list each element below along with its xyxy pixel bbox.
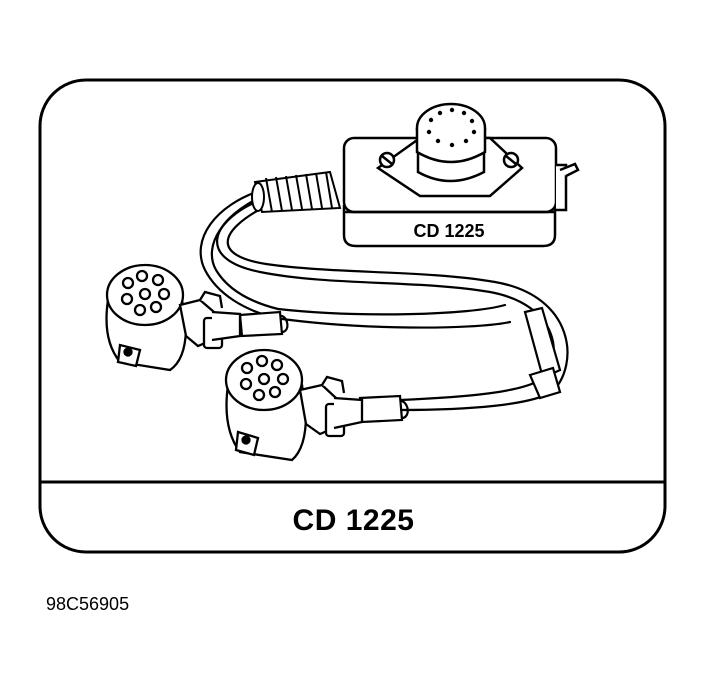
connector-2 [224, 348, 364, 462]
connector-1 [105, 263, 242, 372]
box-label: CD 1225 [413, 221, 485, 241]
figure-id: 98C56905 [46, 594, 130, 614]
figure-caption: CD 1225 [292, 504, 415, 537]
control-box [342, 102, 580, 248]
strain-relief [251, 170, 342, 214]
